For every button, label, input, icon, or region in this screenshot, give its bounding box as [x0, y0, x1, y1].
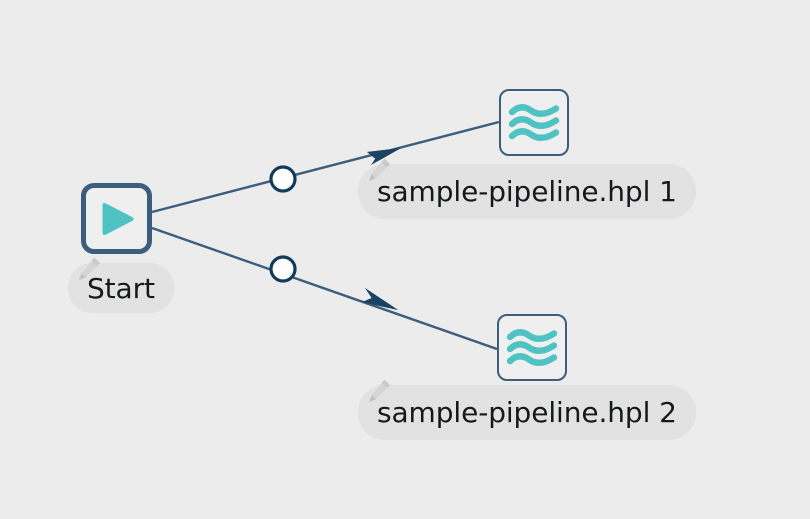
pipeline-2-node-label[interactable]: sample-pipeline.hpl 2	[358, 379, 696, 440]
arrow-head-icon-lower	[362, 288, 398, 310]
pipeline-2-node-box[interactable]	[497, 314, 567, 381]
pipeline-1-node-label-text: sample-pipeline.hpl 1	[377, 175, 677, 208]
arrow-head-icon-upper	[367, 148, 401, 165]
start-node-box[interactable]	[81, 183, 152, 254]
play-icon	[94, 196, 140, 242]
pipeline-waves-icon	[507, 99, 561, 147]
pipeline-waves-icon	[505, 324, 559, 372]
start-node-label-text: Start	[87, 271, 155, 305]
pipeline-1-node-label[interactable]: sample-pipeline.hpl 1	[358, 158, 696, 219]
pipeline-1-node-box[interactable]	[499, 89, 569, 156]
pipeline-2-node-label-text: sample-pipeline.hpl 2	[377, 396, 677, 429]
hop-circle-icon-upper[interactable]	[269, 165, 297, 193]
hop-line-start-to-pipeline-2[interactable]	[151, 226, 498, 351]
hop-circle-icon-lower[interactable]	[269, 255, 297, 283]
start-node-label[interactable]: Start	[68, 257, 174, 313]
